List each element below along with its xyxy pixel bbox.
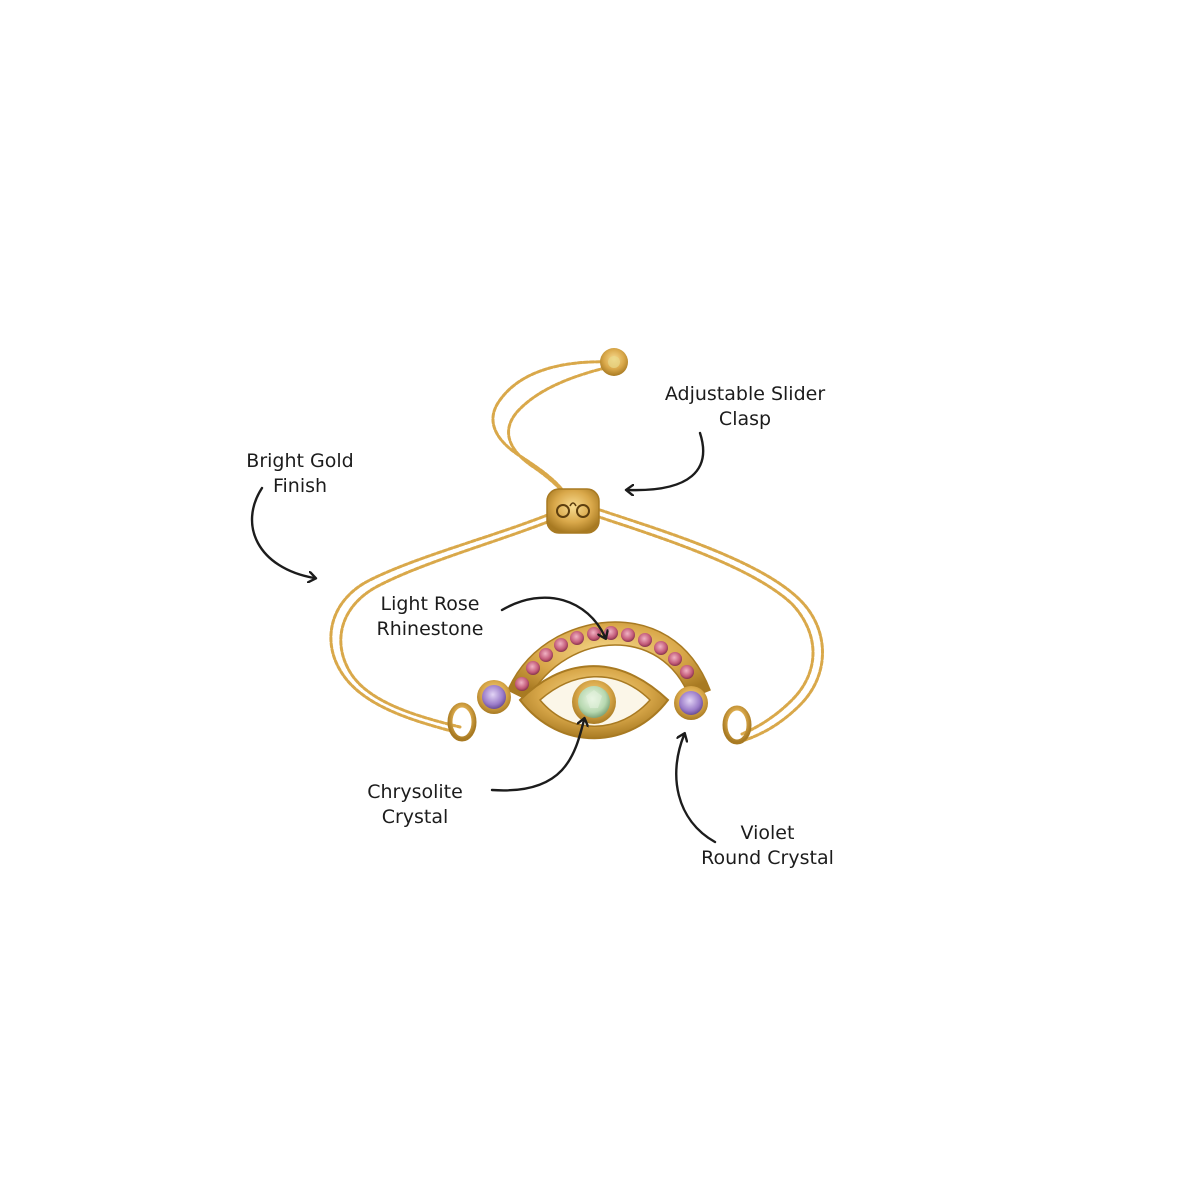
label-clasp-line1: Adjustable Slider bbox=[664, 383, 826, 405]
arrow-violet bbox=[675, 735, 717, 844]
label-violet-round-crystal: Violet Round Crystal bbox=[680, 821, 855, 871]
label-chrysolite-line2: Crystal bbox=[381, 806, 449, 828]
arrow-chrysolite bbox=[490, 720, 584, 792]
label-adjustable-slider-clasp: Adjustable Slider Clasp bbox=[640, 382, 850, 432]
chain-end-bead bbox=[600, 348, 628, 376]
label-light-rose-rhinestone: Light Rose Rhinestone bbox=[360, 592, 500, 642]
label-rose-line1: Light Rose bbox=[380, 593, 480, 615]
arrow-clasp bbox=[628, 431, 705, 490]
jump-rings bbox=[447, 702, 752, 745]
label-rose-line2: Rhinestone bbox=[376, 618, 484, 640]
label-violet-line1: Violet bbox=[740, 822, 795, 844]
label-bright-gold-finish: Bright Gold Finish bbox=[220, 449, 380, 499]
arrow-gold bbox=[250, 486, 314, 578]
label-chrysolite-crystal: Chrysolite Crystal bbox=[345, 780, 485, 830]
label-gold-line2: Finish bbox=[272, 475, 328, 497]
slider-bead bbox=[546, 488, 600, 534]
label-gold-line1: Bright Gold bbox=[246, 450, 354, 472]
annotation-arrows bbox=[250, 431, 717, 844]
label-chrysolite-line1: Chrysolite bbox=[367, 781, 463, 803]
violet-crystal-left bbox=[482, 685, 506, 709]
chain bbox=[329, 360, 824, 742]
label-violet-line2: Round Crystal bbox=[701, 847, 834, 869]
violet-crystal-right bbox=[679, 691, 703, 715]
arrow-rose bbox=[500, 596, 605, 637]
label-clasp-line2: Clasp bbox=[718, 408, 772, 430]
